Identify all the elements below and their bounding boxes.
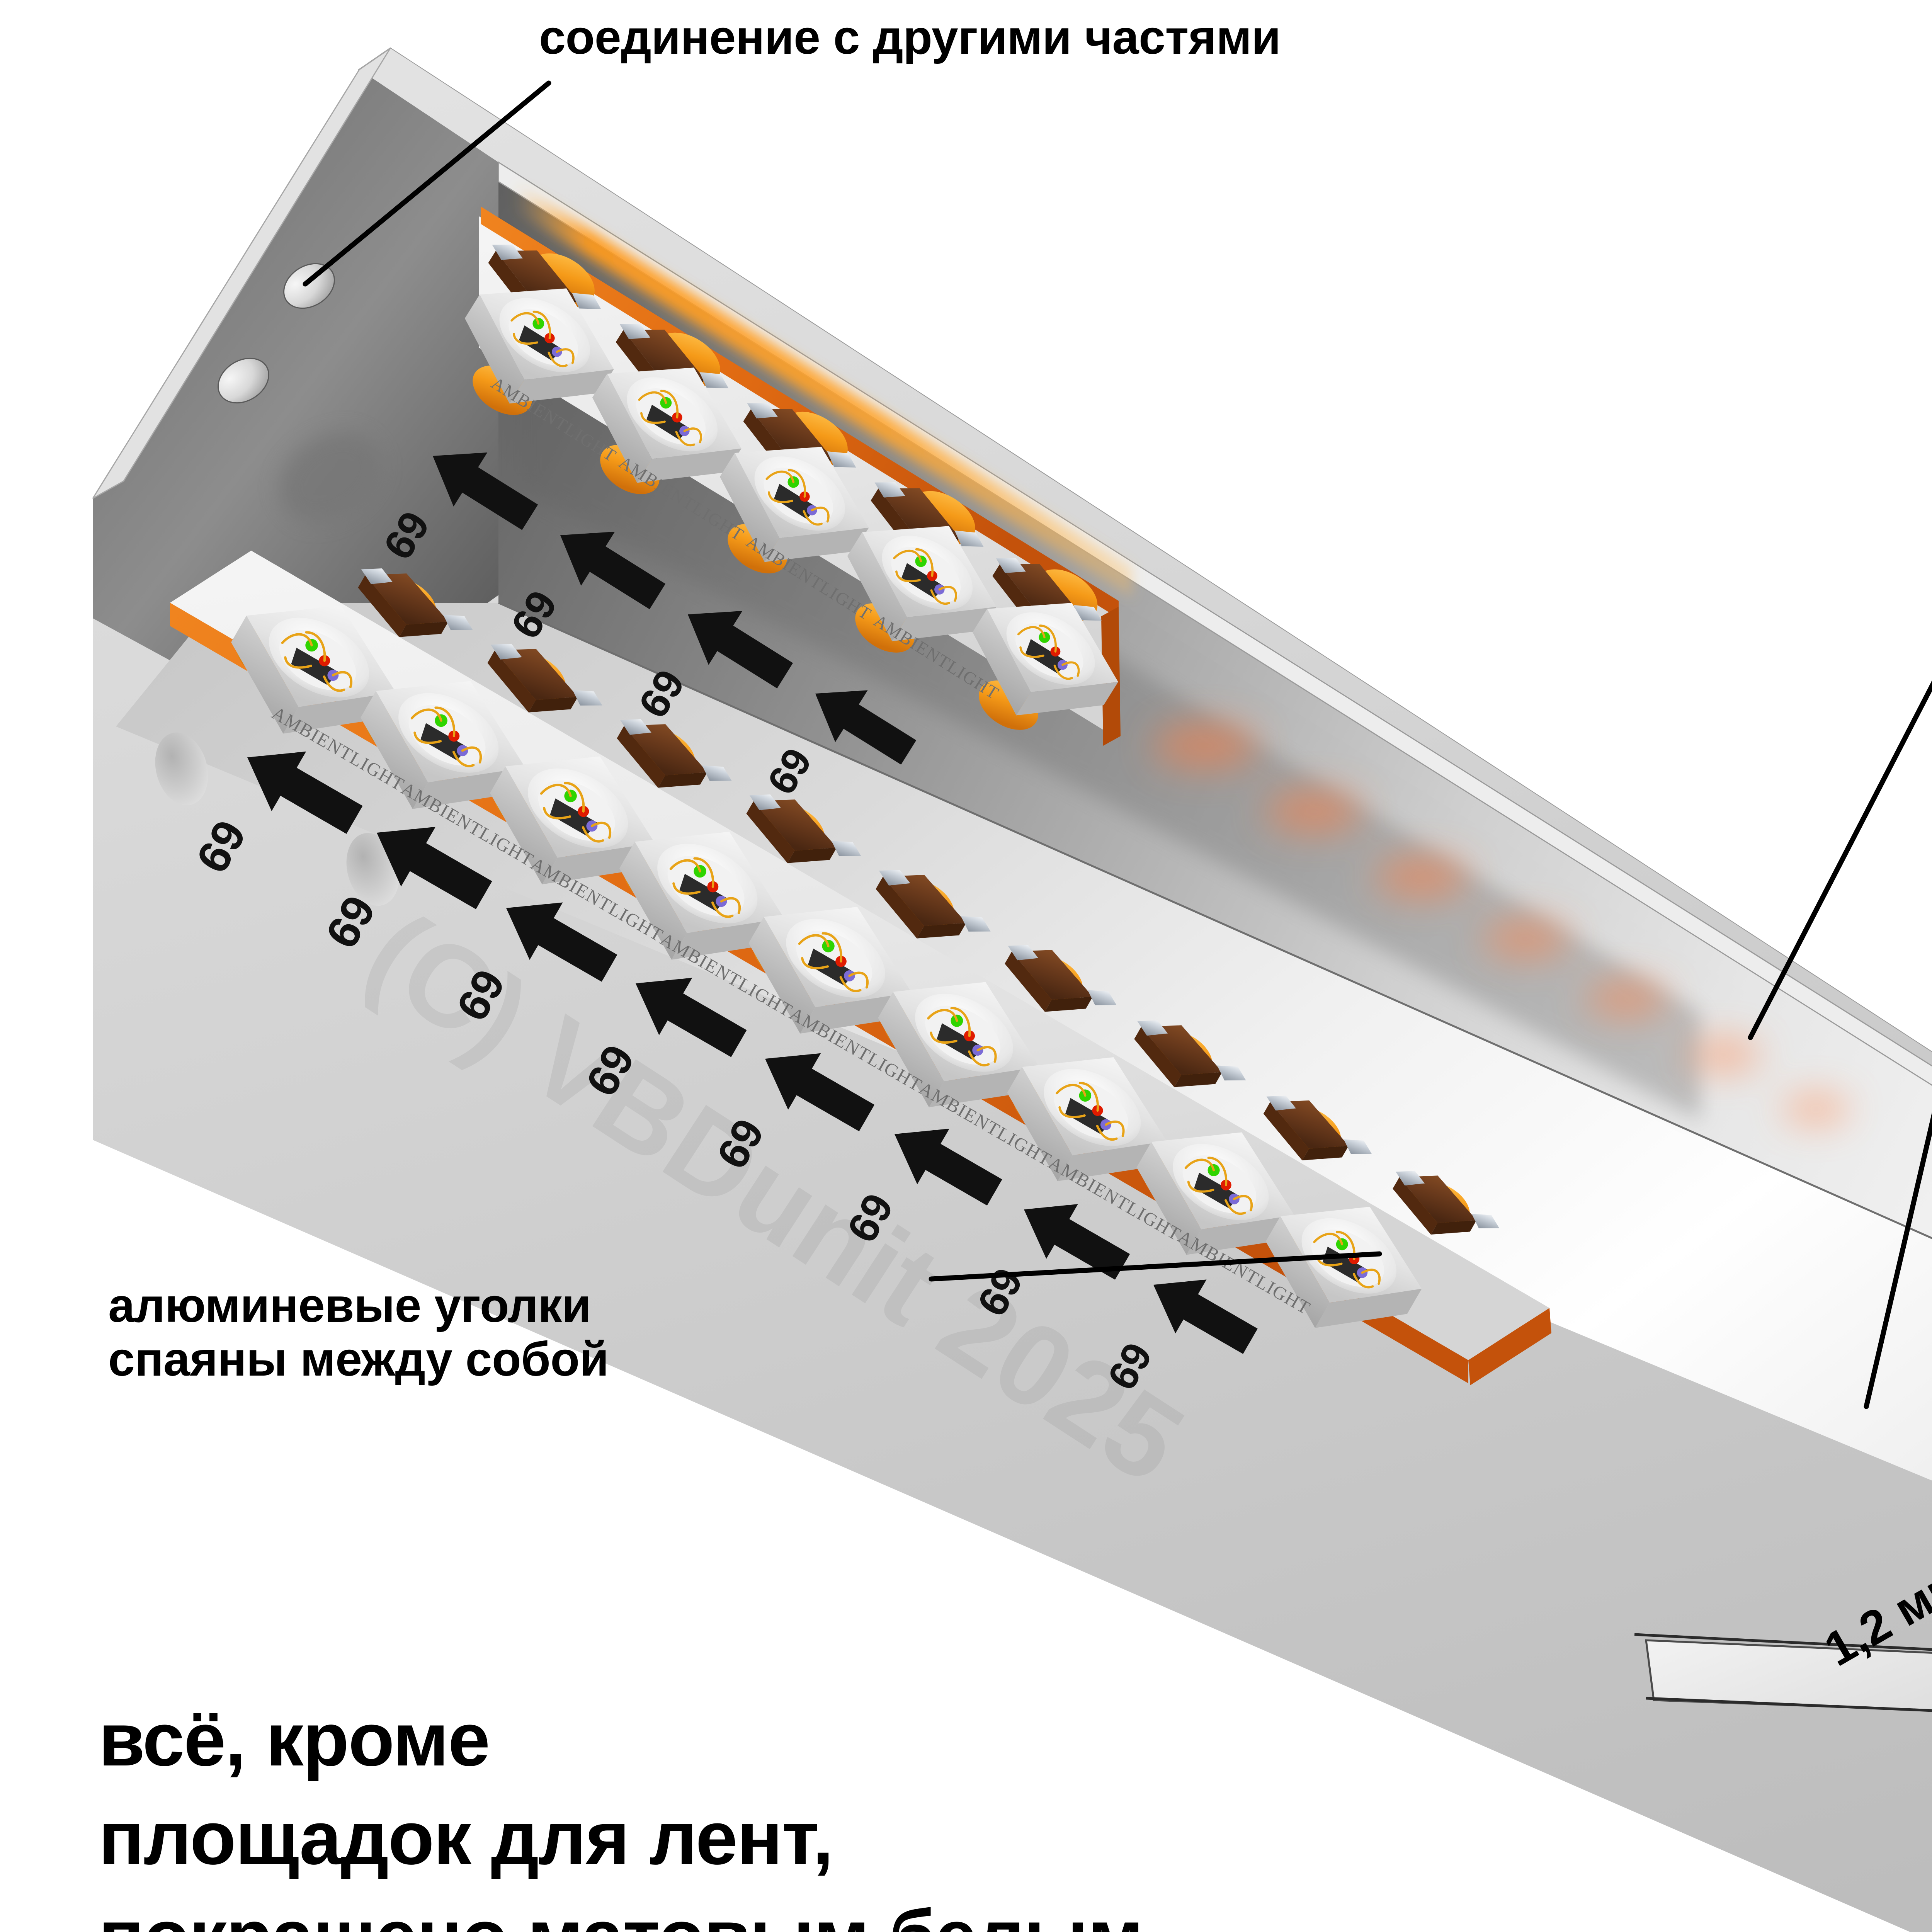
end-face-holes xyxy=(218,263,381,522)
thickness-dim-line-upper xyxy=(1634,1633,1932,1651)
outer-face-hole-1 xyxy=(155,732,208,806)
inner-crease-line xyxy=(498,602,1932,1240)
thickness-edge-band xyxy=(1634,1633,1932,1712)
inner-top-edge xyxy=(498,161,1932,1086)
led-glow-top xyxy=(514,182,1132,597)
angle-left-end-face xyxy=(93,70,498,734)
leader-lines xyxy=(303,80,1932,1409)
thickness-band-face xyxy=(1645,1639,1932,1711)
leader-polish-2 xyxy=(1864,1112,1932,1409)
annotation-joint: соединение с другими частями xyxy=(539,11,1281,64)
end-face-hole-2 xyxy=(218,357,269,404)
annotation-paint: всё, кроме площадок для лент, покрашено … xyxy=(99,1697,1144,1932)
direction-arrow-icon xyxy=(247,751,363,834)
leader-joint xyxy=(303,80,551,287)
led-strip-horizontal-edge-right xyxy=(1468,1308,1551,1385)
led-glow-reflections xyxy=(1153,723,1849,1124)
leader-polish-1 xyxy=(1748,680,1932,1040)
annotation-solder: алюминевые уголки спаяны между собой xyxy=(108,1279,609,1386)
leader-solder xyxy=(929,1251,1382,1282)
thickness-dim-line-lower xyxy=(1646,1697,1932,1712)
end-face-hole-large xyxy=(280,432,381,522)
angle-left-bevel xyxy=(92,48,391,499)
direction-arrow-icon xyxy=(433,452,538,530)
end-face-hole-1 xyxy=(283,263,335,309)
